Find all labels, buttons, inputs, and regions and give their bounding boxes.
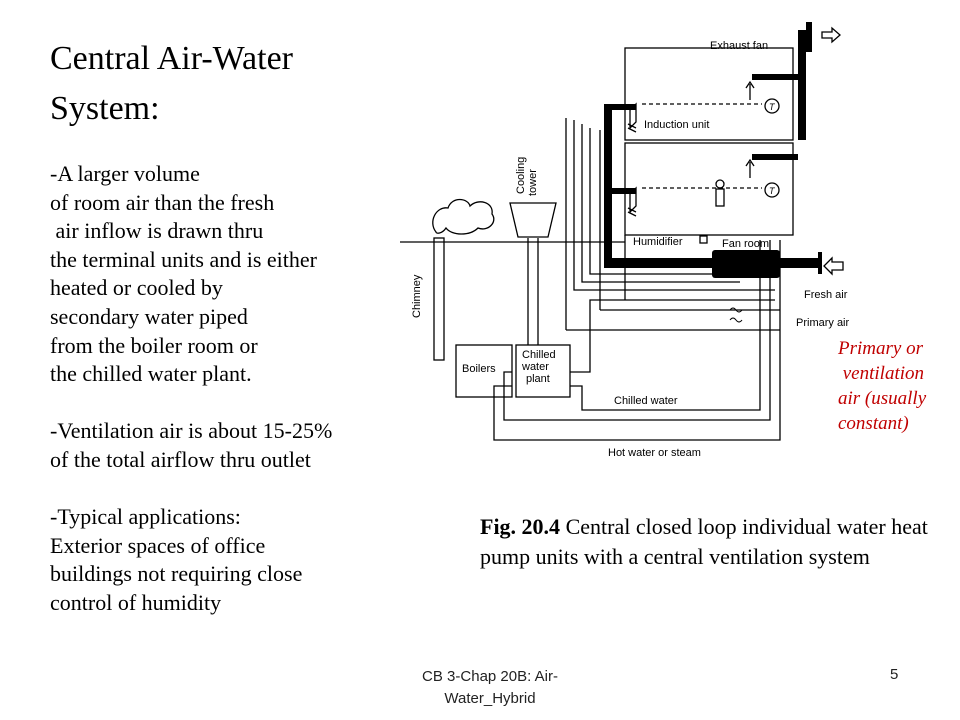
exhaust-duct [798, 30, 806, 140]
label-humidifier: Humidifier [633, 236, 683, 248]
label-hot-water-or-steam: Hot water or steam [608, 447, 701, 459]
label-water: water [521, 361, 549, 373]
label-fresh-air: Fresh air [804, 289, 848, 301]
label-boilers: Boilers [462, 363, 496, 375]
slide-title: Central Air-Water System: [50, 40, 293, 127]
occupant-figure [715, 179, 725, 189]
label-chimney: Chimney [411, 274, 423, 318]
label-induction-unit: Induction unit [644, 119, 709, 131]
figure-caption-text: Central closed loop individual water hea… [480, 514, 928, 569]
primary-air-note: Primary or ventilation air (usually cons… [838, 338, 927, 434]
chimney [433, 237, 445, 361]
upper-floor-room [624, 47, 794, 141]
cooling-tower [509, 202, 557, 238]
page-number: 5 [890, 666, 899, 683]
fresh-air-arrow [823, 256, 844, 276]
label-cooling: Cooling [515, 157, 527, 194]
label-thermostat-upper: T [769, 102, 776, 112]
label-plant: plant [526, 373, 550, 385]
fan-room-air-handler [712, 250, 780, 278]
label-tower: tower [527, 169, 539, 196]
boilers-box [455, 344, 513, 398]
slide-body-text: -A larger volume of room air than the fr… [50, 161, 333, 615]
chimney-smoke [432, 198, 495, 235]
label-thermostat-lower: T [769, 186, 776, 196]
exhaust-arrow [821, 26, 841, 44]
label-chilled: Chilled [522, 349, 556, 361]
label-primary-air: Primary air [796, 317, 850, 329]
label-chilled-water: Chilled water [614, 395, 678, 407]
chilled-water-plant-box [515, 344, 571, 398]
figure-number: Fig. 20.4 [480, 514, 561, 539]
upper-thermostat [764, 98, 780, 114]
label-exhaust-fan: Exhaust fan [710, 40, 768, 52]
label-fan-room: Fan room [722, 238, 769, 250]
primary-air-duct-riser [604, 104, 612, 264]
lower-thermostat [764, 182, 780, 198]
figure-caption: Fig. 20.4 Central closed loop individual… [480, 512, 940, 572]
slide-footer: CB 3-Chap 20B: Air- Water_Hybrid [422, 668, 558, 707]
